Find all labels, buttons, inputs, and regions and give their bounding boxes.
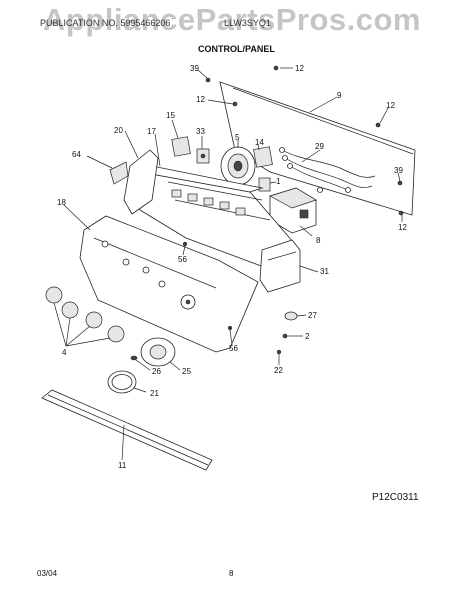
callout-12-right: 12 xyxy=(386,101,395,110)
callout-12-left: 12 xyxy=(196,95,205,104)
callout-12-top: 12 xyxy=(295,64,304,73)
section-title: CONTROL/PANEL xyxy=(198,44,275,54)
callout-21: 21 xyxy=(150,389,159,398)
footer-date: 03/04 xyxy=(37,569,58,578)
callout-15: 15 xyxy=(166,111,175,120)
callout-22: 22 xyxy=(274,366,283,375)
callout-9: 9 xyxy=(337,91,342,100)
callout-25: 25 xyxy=(182,367,191,376)
bracket-part xyxy=(109,149,159,215)
callout-27: 27 xyxy=(308,311,317,320)
small-modules-part xyxy=(171,136,210,164)
callout-5: 5 xyxy=(235,133,240,142)
callout-31: 31 xyxy=(320,267,329,276)
callout-14: 14 xyxy=(255,138,264,147)
callout-26: 26 xyxy=(152,367,161,376)
publication-number: PUBLICATION NO. 5995466206 xyxy=(40,18,171,28)
rotary-switch-part xyxy=(220,146,256,186)
leader-lines xyxy=(53,67,403,461)
callout-39-right: 39 xyxy=(394,166,403,175)
knob-parts xyxy=(45,286,125,343)
callout-20: 20 xyxy=(114,126,123,135)
callout-56-center: 56 xyxy=(178,255,187,264)
callout-11: 11 xyxy=(118,461,127,470)
callout-39-top: 39 xyxy=(190,64,199,73)
connector-part xyxy=(253,146,273,168)
console-panel-part xyxy=(79,215,259,353)
callout-8: 8 xyxy=(316,236,321,245)
callout-64: 64 xyxy=(72,150,81,159)
dial-ring-parts xyxy=(107,355,138,394)
rear-panel-part xyxy=(219,81,416,216)
callout-12-bottom: 12 xyxy=(398,223,407,232)
callout-33: 33 xyxy=(196,127,205,136)
callout-labels: 39 12 12 9 12 15 33 20 17 5 14 29 64 1 3… xyxy=(57,64,407,470)
figure-reference-code: P12C0311 xyxy=(372,492,419,503)
timer-block-part xyxy=(269,187,317,234)
callout-56-lower: 56 xyxy=(229,344,238,353)
trim-strip-part xyxy=(41,389,213,471)
callout-17: 17 xyxy=(147,127,156,136)
side-bracket-part xyxy=(259,239,301,293)
wire-harness-part xyxy=(279,147,376,193)
callout-2: 2 xyxy=(305,332,310,341)
dial-part xyxy=(140,337,176,367)
watermark: AppliancePartsPros.com xyxy=(43,2,421,37)
callout-29: 29 xyxy=(315,142,324,151)
screw-parts xyxy=(205,65,404,216)
callout-4: 4 xyxy=(62,348,67,357)
footer-page-number: 8 xyxy=(229,569,234,578)
switch-part xyxy=(258,177,271,192)
model-number: LLW3SYQ1 xyxy=(224,18,271,28)
callout-1: 1 xyxy=(276,177,281,186)
callout-18: 18 xyxy=(57,198,66,207)
